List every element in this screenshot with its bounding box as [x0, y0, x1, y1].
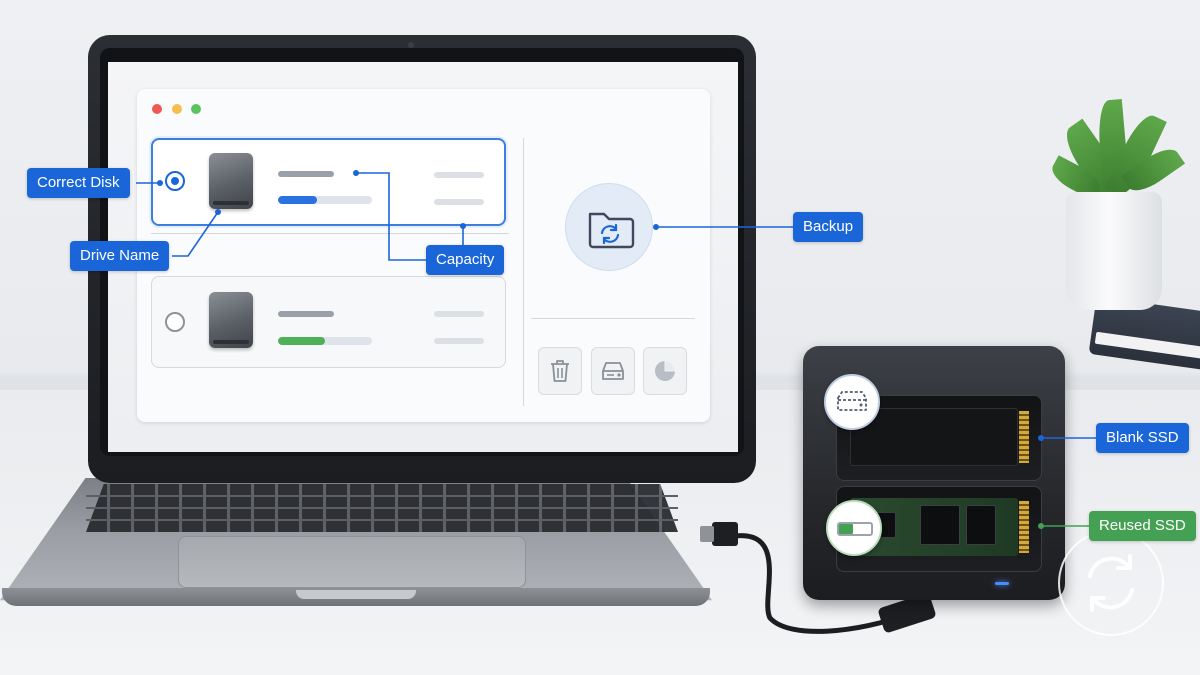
laptop-trackpad — [178, 536, 526, 588]
laptop-camera — [408, 42, 414, 48]
drive-name-placeholder — [278, 171, 334, 177]
empty-drive-icon — [837, 391, 867, 411]
folder-sync-icon — [588, 212, 635, 249]
window-close-button[interactable] — [152, 104, 162, 114]
tools-divider — [531, 318, 695, 319]
keyboard-row-gap — [86, 519, 678, 521]
partially-filled-drive-icon — [837, 522, 873, 536]
reused-fill — [839, 524, 854, 534]
detail-placeholder — [434, 172, 484, 178]
capacity-bar — [278, 337, 372, 345]
drive-name-placeholder — [278, 311, 334, 317]
plant-pot — [1066, 192, 1162, 310]
disk-radio[interactable] — [165, 312, 185, 332]
capacity-label: Capacity — [426, 245, 505, 275]
keyboard-row-gap — [86, 507, 678, 509]
keyboard-row-gap — [86, 495, 678, 497]
usage-button[interactable] — [643, 347, 687, 395]
capacity-bar-fill — [278, 337, 325, 345]
backup-label: Backup — [793, 212, 864, 242]
sync-arrows-icon — [1088, 554, 1134, 612]
backup-button[interactable] — [565, 183, 653, 271]
panel-divider — [523, 138, 524, 406]
laptop-notch — [296, 590, 416, 599]
ssd-chip — [920, 505, 960, 545]
ssd-chip — [966, 505, 996, 545]
disk-tool-button[interactable] — [591, 347, 635, 395]
capacity-bar — [278, 196, 372, 204]
window-zoom-button[interactable] — [191, 104, 201, 114]
reused-ssd-badge — [826, 500, 882, 556]
hard-drive-icon — [209, 153, 253, 209]
delete-button[interactable] — [538, 347, 582, 395]
hard-drive-icon — [209, 292, 253, 348]
pie-chart-icon — [655, 360, 676, 381]
list-divider — [151, 233, 509, 234]
ssd-connector — [1019, 411, 1029, 463]
window-minimize-button[interactable] — [172, 104, 182, 114]
disk-radio-selected[interactable] — [165, 171, 185, 191]
detail-placeholder — [434, 199, 484, 205]
trash-icon — [551, 360, 569, 382]
correct-disk-label: Correct Disk — [27, 168, 130, 198]
drive-name-label: Drive Name — [70, 241, 170, 271]
status-led — [995, 582, 1009, 585]
ssd-connector — [1019, 501, 1029, 553]
reused-ssd-label: Reused SSD — [1089, 511, 1196, 541]
detail-placeholder — [434, 311, 484, 317]
blank-ssd-label: Blank SSD — [1096, 423, 1189, 453]
blank-ssd-badge — [824, 374, 880, 430]
capacity-bar-fill — [278, 196, 318, 204]
watermark-logo — [1058, 530, 1164, 636]
detail-placeholder — [434, 338, 484, 344]
disk-tool-icon — [602, 362, 624, 380]
blank-ssd-module — [850, 408, 1018, 466]
